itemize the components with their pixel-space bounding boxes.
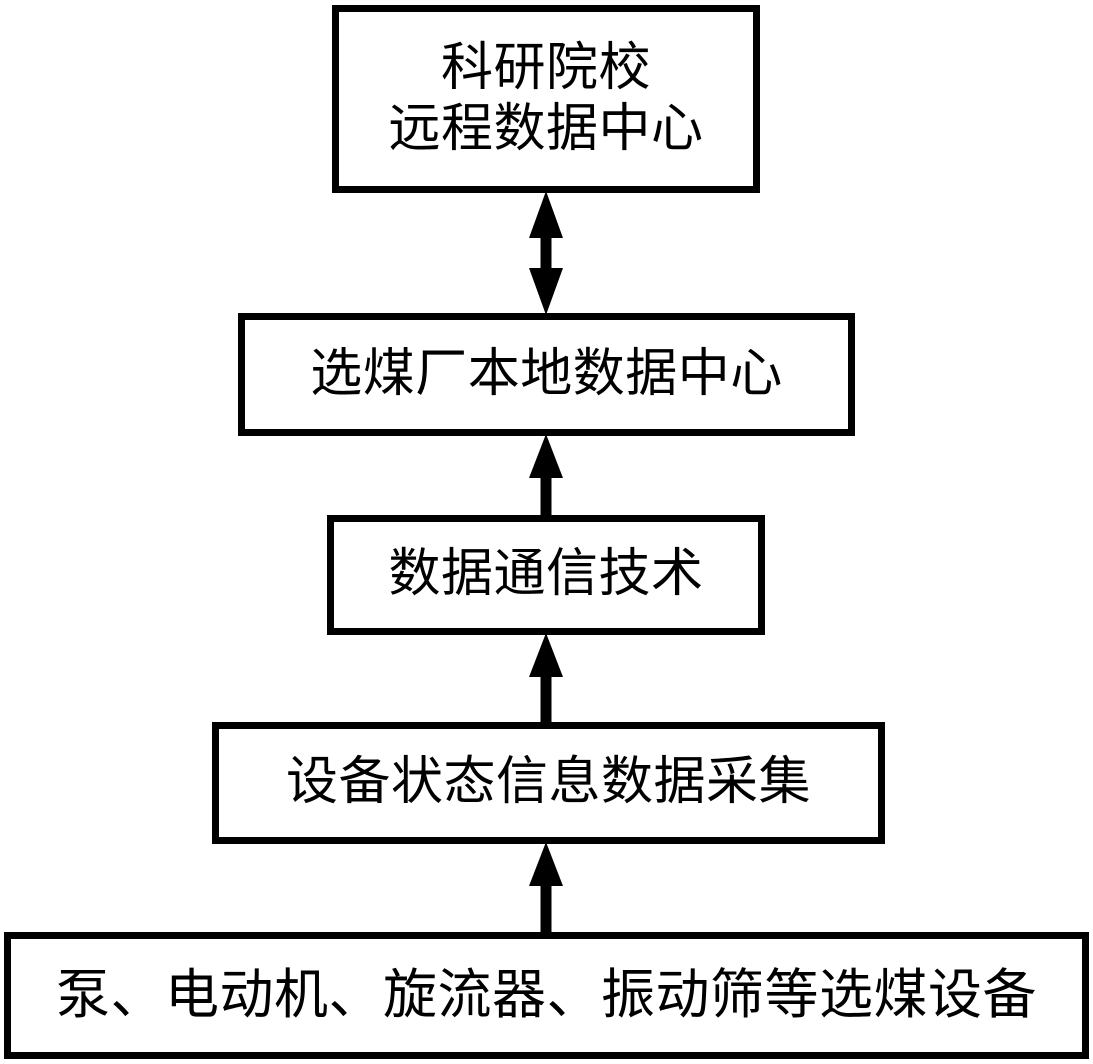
node-data-comm-tech[interactable]: 数据通信技术 [327, 515, 765, 635]
node-remote-data-center[interactable]: 科研院校 远程数据中心 [332, 5, 760, 193]
node-local-data-center[interactable]: 选煤厂本地数据中心 [238, 313, 855, 436]
node-data-comm-tech-label: 数据通信技术 [388, 546, 704, 604]
node-local-data-center-label: 选煤厂本地数据中心 [310, 345, 783, 403]
node-status-acquisition[interactable]: 设备状态信息数据采集 [212, 722, 885, 844]
connector-remote-local-double-arrow-icon [516, 190, 576, 316]
connector-acq-equipment-up-arrow-icon [516, 841, 576, 935]
node-status-acquisition-label: 设备状态信息数据采集 [285, 754, 811, 812]
connector-local-comm-up-arrow-icon [516, 433, 576, 518]
node-remote-data-center-label: 科研院校 远程数据中心 [388, 39, 704, 158]
connector-comm-acq-up-arrow-icon [516, 632, 576, 725]
node-coal-equipment-label: 泵、电动机、旋流器、振动筛等选煤设备 [56, 964, 1037, 1025]
node-coal-equipment[interactable]: 泵、电动机、旋流器、振动筛等选煤设备 [4, 932, 1089, 1059]
